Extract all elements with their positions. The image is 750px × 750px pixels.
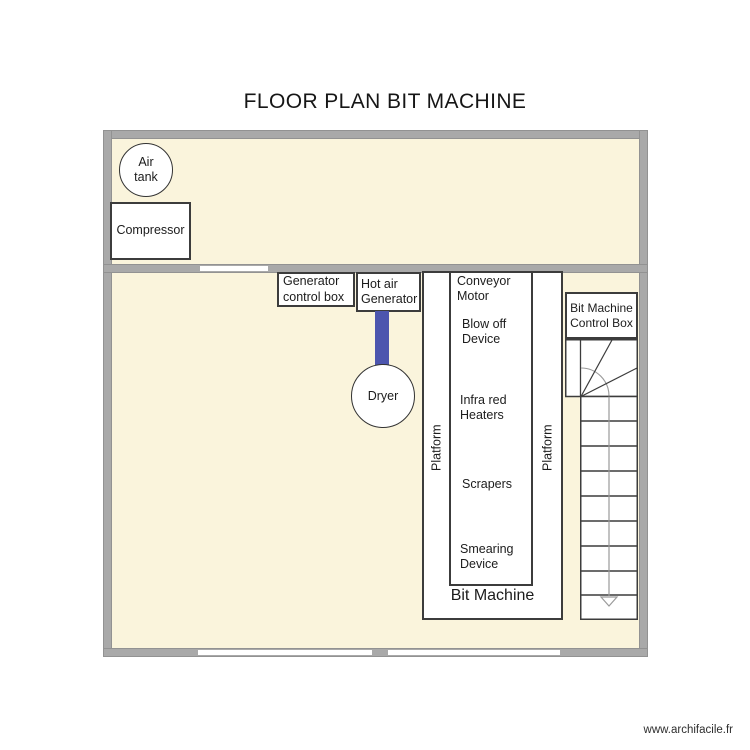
bit-machine: Platform Platform Conveyor Motor Blow of… — [422, 271, 563, 620]
platform-right-label: Platform — [540, 424, 555, 472]
stairs-winder-arc — [580, 367, 610, 397]
generator-control-box: Generator control box — [277, 272, 355, 307]
hot-air-generator: Hot air Generator — [356, 272, 421, 312]
scrapers-label: Scrapers — [462, 477, 513, 491]
window-middle-wall — [200, 266, 268, 271]
infra-red-heaters-label: Infra red Heaters — [460, 393, 507, 423]
bit-machine-control-box: Bit Machine Control Box — [565, 292, 638, 339]
dryer: Dryer — [351, 364, 415, 428]
stairs — [565, 339, 638, 620]
wall-right — [639, 130, 648, 657]
window-bottom-wall-right — [388, 650, 560, 655]
platform-left-label: Platform — [429, 424, 444, 472]
upper-room-floor — [112, 139, 639, 264]
wall-bottom — [103, 648, 648, 657]
smearing-device-label: Smearing Device — [460, 542, 514, 572]
air-tank: Air tank — [119, 143, 173, 197]
conveyor-motor-label: Conveyor Motor — [457, 274, 511, 304]
stairs-direction-arrow-icon — [599, 596, 619, 607]
wall-top — [103, 130, 648, 139]
window-bottom-wall-left — [198, 650, 372, 655]
compressor: Compressor — [110, 202, 191, 260]
hot-air-pipe — [375, 311, 389, 366]
page-title: FLOOR PLAN BIT MACHINE — [243, 90, 527, 113]
watermark: www.archifacile.fr — [643, 724, 733, 736]
blow-off-device-label: Blow off Device — [462, 317, 507, 347]
bit-machine-label: Bit Machine — [450, 587, 535, 604]
stairs-winder-box — [565, 339, 638, 398]
bit-machine-inner-frame — [449, 271, 533, 586]
